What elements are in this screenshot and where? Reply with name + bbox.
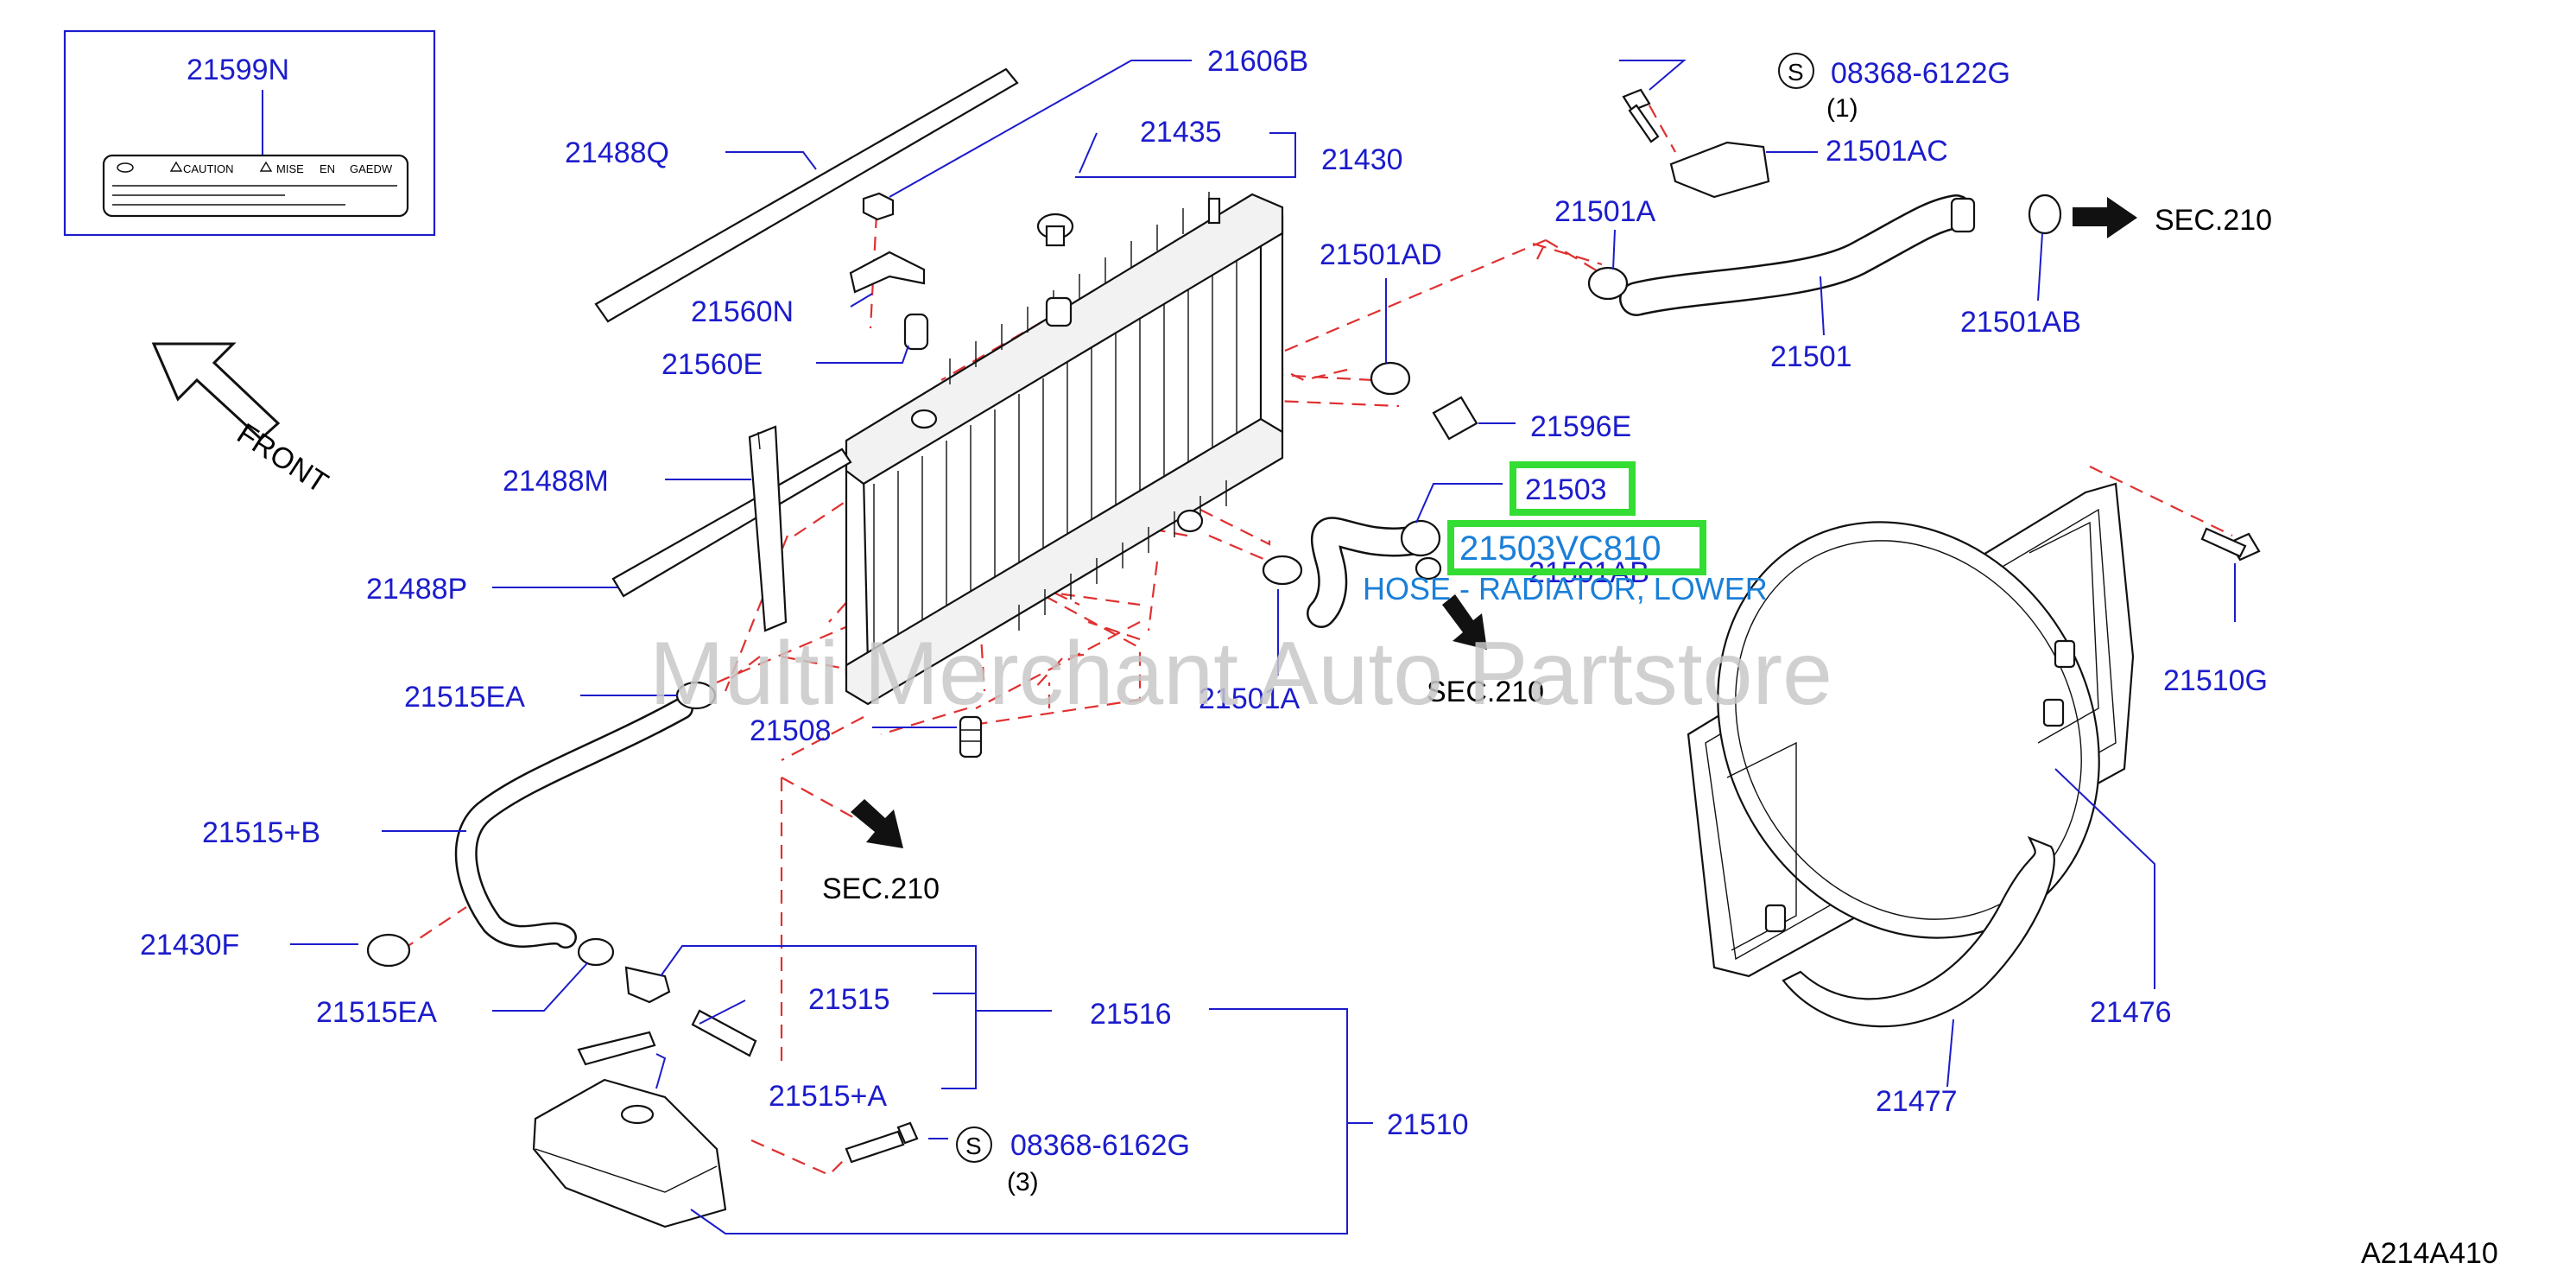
callout-21515EA-top: 21515EA — [404, 681, 525, 714]
callout-labels: 21606B 21488Q 21435 21430 21560N 21560E … — [140, 45, 2272, 1196]
clip-21430F — [366, 933, 411, 968]
hose-21515 — [691, 1009, 757, 1057]
sec-arrow-icon-top — [2073, 197, 2137, 238]
highlight-part-number[interactable]: 21503VC810 — [1459, 530, 1661, 568]
callout-21476: 21476 — [2090, 996, 2172, 1029]
clamp-21501AB-top — [2028, 194, 2062, 235]
bracket-21560N — [849, 251, 926, 294]
callout-08368-6122G: 08368-6122G — [1831, 57, 2010, 90]
callout-21508: 21508 — [750, 714, 832, 747]
callout-21501AB-top: 21501AB — [1960, 306, 2081, 339]
callout-21560E: 21560E — [661, 348, 763, 381]
callout-21477: 21477 — [1876, 1085, 1958, 1118]
bushing-21560E — [903, 313, 929, 351]
plate-en-text: EN — [320, 162, 335, 175]
front-arrow-icon — [151, 342, 281, 441]
clamp-21501AB-mid — [1415, 556, 1442, 581]
leader-lines — [290, 60, 2236, 1234]
qty-08368-6122G: (1) — [1826, 94, 1858, 123]
callout-21515EA-bot: 21515EA — [316, 996, 437, 1029]
front-arrow: FRONT — [151, 342, 334, 500]
seal-21488M — [748, 425, 788, 632]
callout-21560N: 21560N — [691, 295, 794, 328]
bracket-21501AC — [1669, 141, 1770, 199]
callout-21510G: 21510G — [2163, 664, 2268, 697]
callout-21488Q: 21488Q — [565, 136, 669, 169]
lower-shroud-21477 — [1782, 835, 2055, 1028]
callout-21515B: 21515+B — [202, 816, 320, 849]
callout-21599N: 21599N — [187, 54, 289, 86]
section-arrows — [851, 197, 2137, 848]
callout-21430: 21430 — [1321, 143, 1403, 176]
drain-21508 — [959, 715, 983, 758]
clamp-21501A-bot — [1262, 555, 1303, 586]
callout-21606B: 21606B — [1207, 45, 1308, 78]
highlighted-part[interactable]: 21503 21503VC810 HOSE - RADIATOR, LOWER — [1363, 461, 1768, 606]
callout-21501: 21501 — [1770, 340, 1852, 373]
qty-08368-6162G: (3) — [1007, 1168, 1039, 1196]
clamp-21501AD — [1370, 361, 1411, 396]
lower-hose-group — [1262, 517, 1442, 628]
clamp-21501A-top — [1587, 266, 1629, 301]
sec-arrow-icon-mid — [1442, 594, 1487, 650]
callout-21501A-bot: 21501A — [1199, 682, 1301, 715]
sec-ref-top: SEC.210 — [2155, 204, 2272, 237]
callout-08368-6162G: 08368-6162G — [1010, 1129, 1190, 1162]
upper-hose-group — [1370, 88, 2062, 441]
sec-arrow-icon-left — [851, 799, 903, 848]
hose-21515A — [577, 1031, 656, 1066]
callout-21435: 21435 — [1140, 116, 1222, 149]
label-plate-inset: 21599N CAUTION MISE EN GAEDW — [63, 29, 436, 237]
plate-mise-text: MISE — [276, 162, 304, 175]
callout-21488P: 21488P — [366, 573, 467, 606]
plate-caution-text: CAUTION — [183, 162, 234, 175]
callout-21430F: 21430F — [140, 929, 239, 962]
clamp-21515EA-bot — [577, 937, 615, 967]
bolt-08368-6122G — [1628, 104, 1660, 143]
sec-ref-mid: SEC.210 — [1427, 676, 1544, 708]
plug-21596E — [1432, 396, 1478, 441]
callout-21515A: 21515+A — [769, 1080, 887, 1113]
radiator-hardware — [849, 192, 1074, 758]
callout-21515: 21515 — [808, 983, 890, 1016]
watermark: Multi Merchant Auto Partstore — [649, 624, 1832, 724]
reservoir-tank-21510 — [532, 1078, 727, 1228]
callout-21488M: 21488M — [503, 465, 609, 498]
fan-shroud-21476 — [1687, 482, 2261, 978]
highlight-box-21503[interactable] — [1510, 461, 1636, 516]
callout-21501AD: 21501AD — [1320, 238, 1442, 271]
bolt-21510G — [2200, 527, 2247, 558]
sec-ref-left: SEC.210 — [822, 873, 940, 905]
seal-21488Q — [594, 67, 1019, 323]
bolt-08368-6162G — [845, 1130, 905, 1164]
lower-hose-21503 — [1400, 519, 1441, 557]
callout-21510: 21510 — [1387, 1108, 1469, 1141]
reservoir-system — [366, 681, 919, 1228]
screw-symbol-top: S — [1788, 59, 1804, 86]
screw-symbol-tank: S — [965, 1133, 982, 1159]
diagram-code: A214A410 — [2361, 1237, 2498, 1270]
plate-code-text: GAEDW — [350, 162, 393, 175]
seal-strips — [594, 67, 1019, 632]
highlight-box-part-number[interactable] — [1447, 520, 1706, 575]
radiator-assembly — [845, 192, 1284, 706]
highlight-description: HOSE - RADIATOR, LOWER — [1363, 571, 1768, 606]
callout-21501AC: 21501AC — [1826, 135, 1948, 168]
callout-21501A-top: 21501A — [1554, 195, 1656, 228]
callout-21596E: 21596E — [1530, 410, 1631, 443]
callout-21503[interactable]: 21503 — [1525, 473, 1607, 506]
callout-21516: 21516 — [1090, 998, 1172, 1031]
nut-21606B — [862, 192, 895, 221]
front-label: FRONT — [231, 417, 334, 500]
